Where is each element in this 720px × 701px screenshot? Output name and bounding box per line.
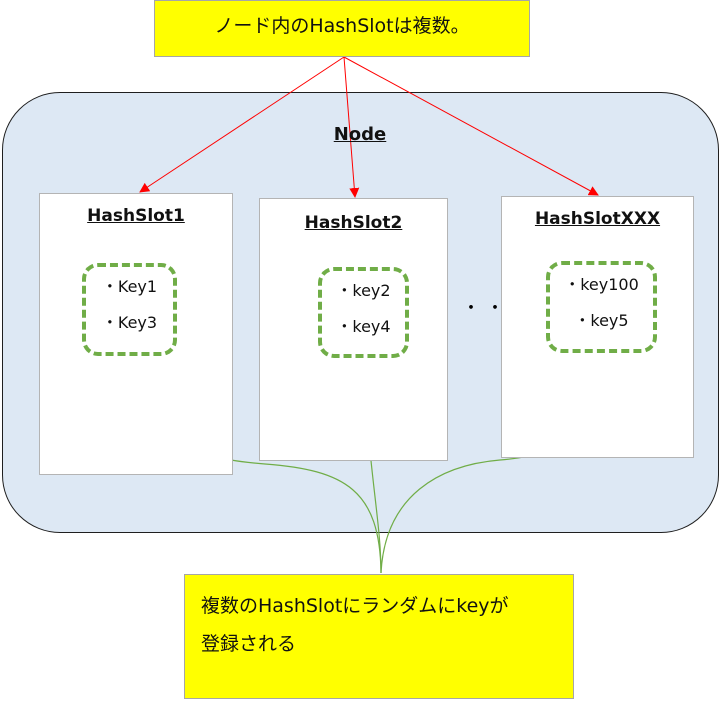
hashslot-2-title: HashSlot2: [304, 213, 403, 233]
bottom-note-line2: 登録される: [201, 633, 297, 655]
key-item: ・key2: [336, 281, 391, 300]
node-title: Node: [333, 124, 387, 145]
red-arrow-to-slotxxx: [343, 56, 599, 196]
key-item: ・Key1: [101, 277, 158, 296]
key-item: ・Key3: [101, 313, 158, 332]
key-item: ・key5: [574, 311, 629, 330]
hashslot-2-keys: ・key2 ・key4: [318, 267, 409, 358]
top-note: ノード内のHashSlotは複数。: [154, 0, 530, 57]
hashslot-xxx-box: HashSlotXXX: [501, 196, 694, 458]
hashslot-1-title: HashSlot1: [87, 206, 185, 226]
red-arrow-to-slot1: [139, 56, 345, 193]
key-item: ・key100: [564, 275, 639, 294]
top-note-text: ノード内のHashSlotは複数。: [214, 15, 470, 37]
hashslot-1-box: HashSlot1: [39, 193, 233, 475]
hashslot-xxx-keys: ・key100 ・key5: [546, 261, 657, 353]
ellipsis: ・・: [462, 298, 510, 319]
red-arrow-to-slot2: [343, 56, 360, 198]
key-item: ・key4: [336, 317, 391, 336]
hashslot-xxx-title: HashSlotXXX: [534, 209, 661, 229]
hashslot-1-keys: ・Key1 ・Key3: [82, 263, 177, 356]
bottom-note: 複数のHashSlotにランダムにkeyが 登録される: [184, 574, 574, 699]
hashslot-2-box: HashSlot2: [259, 198, 448, 461]
bottom-note-line1: 複数のHashSlotにランダムにkeyが: [201, 595, 509, 617]
